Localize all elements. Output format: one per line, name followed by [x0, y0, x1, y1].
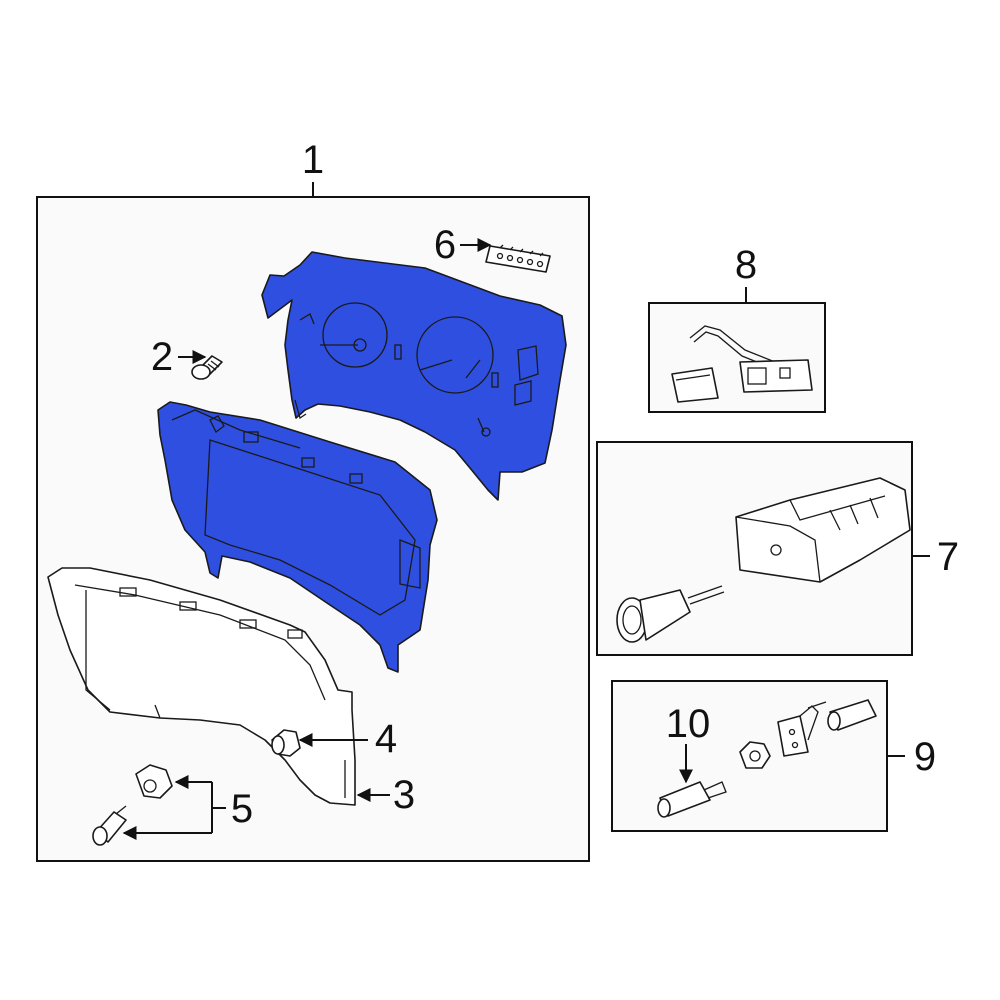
nut-part	[739, 741, 771, 769]
circuit-board-part	[485, 244, 551, 273]
callout-1: 1	[302, 138, 324, 182]
lighter-part	[616, 585, 725, 643]
bulb-socket-part	[271, 729, 301, 757]
callout-2: 2	[151, 335, 173, 379]
screw-part	[191, 355, 223, 380]
cluster-lens-housing	[157, 401, 438, 673]
callout-9: 9	[914, 735, 936, 779]
cluster-rear-housing	[261, 251, 567, 501]
bracket-part	[777, 705, 819, 757]
callout-3: 3	[393, 773, 415, 817]
callout-8: 8	[735, 243, 757, 287]
bulb-holder-part	[135, 764, 173, 799]
connector-part	[807, 699, 877, 731]
switch-group-box	[648, 302, 826, 413]
bulb-part	[92, 805, 127, 846]
switch-harness-part	[671, 325, 813, 403]
callout-6: 6	[434, 223, 456, 267]
callout-5: 5	[231, 787, 253, 831]
callout-4: 4	[375, 717, 397, 761]
ashtray-part	[735, 477, 911, 583]
plug-part	[657, 781, 727, 818]
callout-7: 7	[937, 535, 959, 579]
callout-10: 10	[666, 702, 711, 746]
